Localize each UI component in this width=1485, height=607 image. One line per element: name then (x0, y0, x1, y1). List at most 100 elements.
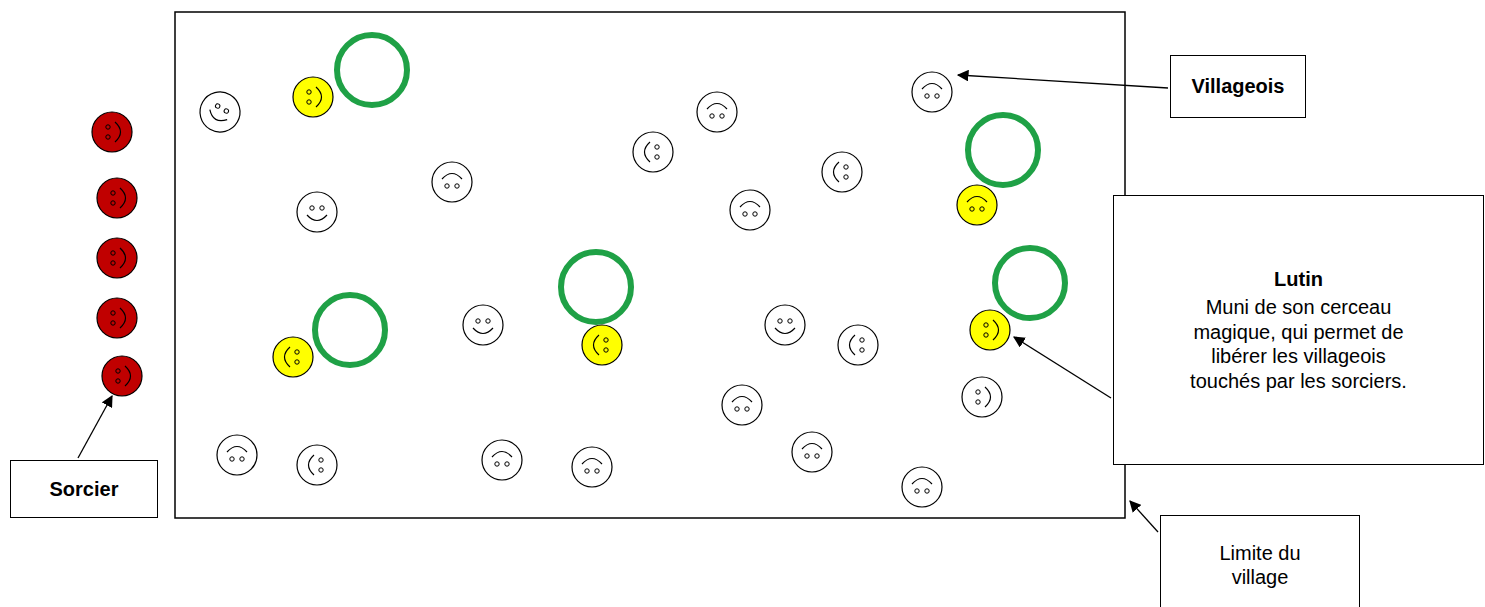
eye (604, 348, 608, 352)
eye (735, 407, 739, 411)
sorcerer-figure (97, 238, 137, 278)
magic-hoop (995, 248, 1065, 318)
eye (111, 311, 115, 315)
eye (230, 457, 234, 461)
eye (815, 454, 819, 458)
smile (125, 366, 131, 386)
smile (594, 335, 600, 355)
villager-figure (765, 305, 805, 345)
elf-figure (293, 77, 333, 117)
eye (320, 206, 324, 210)
eye (604, 338, 608, 342)
smile (115, 122, 121, 142)
smile (645, 142, 651, 162)
smile (307, 215, 327, 221)
villager-figure (822, 152, 862, 192)
face (102, 356, 142, 396)
eye (925, 94, 929, 98)
eye (585, 469, 589, 473)
eye (805, 454, 809, 458)
eye (935, 94, 939, 98)
leader-line (958, 75, 1168, 88)
eye (980, 207, 984, 211)
face (273, 337, 313, 377)
eye (111, 261, 115, 265)
villager-figure (902, 467, 942, 507)
eye (976, 400, 980, 404)
eye (106, 125, 110, 129)
players (92, 72, 1010, 507)
eye (595, 469, 599, 473)
smile (120, 308, 126, 328)
eye (111, 321, 115, 325)
eye (215, 103, 221, 109)
eye (486, 319, 490, 323)
face (97, 298, 137, 338)
eye (307, 90, 311, 94)
smile (473, 328, 493, 334)
villager-figure (792, 432, 832, 472)
callout-title: Lutin (1274, 267, 1323, 291)
smile (442, 174, 462, 180)
smile (316, 87, 322, 107)
face (838, 325, 878, 365)
face (633, 132, 673, 172)
villager-figure (838, 325, 878, 365)
eye (445, 184, 449, 188)
face (193, 85, 248, 140)
eye (915, 489, 919, 493)
eye (860, 348, 864, 352)
eye (455, 184, 459, 188)
callout-title: Sorcier (50, 477, 119, 501)
smile (309, 455, 315, 475)
villager-figure (432, 162, 472, 202)
callout-body: Muni de son cerceau magique, qui permet … (1184, 295, 1414, 393)
eye (319, 458, 323, 462)
village-boundary (175, 12, 1125, 518)
eye (720, 114, 724, 118)
face (482, 440, 522, 480)
eye (860, 338, 864, 342)
face (730, 190, 770, 230)
magic-hoop (337, 35, 407, 105)
smile (922, 84, 942, 90)
face (765, 305, 805, 345)
elf-figure (273, 337, 313, 377)
villager-figure (193, 85, 248, 140)
face (432, 162, 472, 202)
face (902, 467, 942, 507)
smile (492, 452, 512, 458)
eye (111, 201, 115, 205)
face (97, 238, 137, 278)
villager-figure (730, 190, 770, 230)
eye (844, 165, 848, 169)
smile (120, 188, 126, 208)
leader-line (1130, 501, 1158, 532)
callout-box: Sorcier (10, 460, 158, 518)
callout-box: LutinMuni de son cerceau magique, qui pe… (1113, 195, 1484, 465)
eye (111, 251, 115, 255)
face (572, 447, 612, 487)
sorcerer-figure (92, 112, 132, 152)
elf-figure (957, 185, 997, 225)
villager-figure (912, 72, 952, 112)
elf-figure (582, 325, 622, 365)
smile (912, 479, 932, 485)
face (293, 77, 333, 117)
callout-box: Villageois (1170, 55, 1306, 118)
face (962, 377, 1002, 417)
smile (967, 197, 987, 203)
callout-title: Villageois (1191, 74, 1284, 98)
leader-line (78, 396, 112, 458)
face (912, 72, 952, 112)
eye (655, 145, 659, 149)
eye (753, 212, 757, 216)
smile (227, 447, 247, 453)
magic-hoop (315, 295, 385, 365)
smile (285, 347, 291, 367)
face (92, 112, 132, 152)
eye (984, 333, 988, 337)
villager-figure (722, 385, 762, 425)
smile (834, 162, 840, 182)
